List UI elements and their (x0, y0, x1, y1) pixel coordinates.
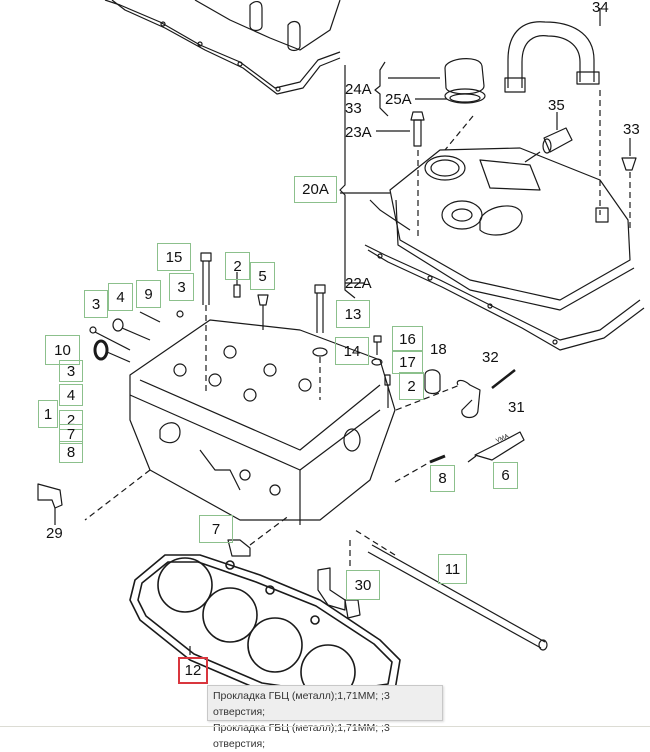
head-gasket (129, 554, 401, 701)
callout-6[interactable]: 6 (493, 462, 518, 489)
callout-20A[interactable]: 20A (294, 176, 337, 203)
bottom-divider (0, 726, 650, 727)
label-24A: 24A (345, 81, 372, 98)
label-33: 33 (345, 100, 362, 117)
callout-7[interactable]: 7 (199, 515, 233, 543)
callout-17[interactable]: 17 (392, 350, 423, 374)
valve-cover-gasket (345, 199, 645, 351)
filter-35 (524, 112, 573, 163)
label-32: 32 (482, 349, 499, 366)
callout-13[interactable]: 13 (336, 300, 370, 328)
label-25A: 25A (385, 91, 412, 108)
valve-cover (339, 65, 635, 311)
label-33: 33 (623, 121, 640, 138)
callout-4[interactable]: 4 (108, 283, 133, 311)
right-side-parts (371, 335, 525, 483)
callout-8[interactable]: 8 (430, 465, 455, 492)
label-34: 34 (592, 0, 609, 16)
callout-group-8[interactable]: 8 (59, 441, 83, 463)
callout-2[interactable]: 2 (399, 372, 424, 400)
label-29: 29 (46, 525, 63, 542)
callout-5[interactable]: 5 (250, 262, 275, 290)
callout-2[interactable]: 2 (225, 252, 250, 280)
callout-1[interactable]: 1 (38, 400, 58, 428)
rod-11 (354, 529, 548, 651)
callout-3[interactable]: 3 (84, 290, 108, 318)
small-parts (89, 252, 328, 400)
callout-group-4[interactable]: 4 (59, 384, 83, 406)
callout-30[interactable]: 30 (346, 570, 380, 600)
label-35: 35 (548, 97, 565, 114)
tooltip-line: Прокладка ГБЦ (металл);1,71ММ; ;3 отверс… (213, 722, 390, 750)
tooltip-line: Прокладка ГБЦ (металл);1,71ММ; ;3 отверс… (213, 690, 390, 718)
label-23A: 23A (345, 124, 372, 141)
callout-11[interactable]: 11 (438, 554, 467, 584)
bracket-29 (37, 483, 63, 525)
callout-group-7[interactable]: 7 (59, 424, 83, 444)
parts-diagram (37, 0, 645, 701)
label-22A: 22A (345, 275, 372, 292)
callout-16[interactable]: 16 (392, 326, 423, 352)
callout-14[interactable]: 14 (335, 337, 369, 365)
bracket-30 (317, 540, 361, 619)
oil-filler-cap (374, 58, 486, 151)
label-18: 18 (430, 341, 447, 358)
plug-33 (621, 138, 637, 230)
fitting-7 (227, 514, 291, 557)
part-tooltip: Прокладка ГБЦ (металл);1,71ММ; ;3 отверс… (207, 685, 443, 750)
callout-15[interactable]: 15 (157, 243, 191, 271)
callout-group-2[interactable]: 2 (59, 410, 83, 430)
callout-9[interactable]: 9 (136, 280, 161, 308)
label-31: 31 (508, 399, 525, 416)
callout-12-selected[interactable]: 12 (178, 657, 208, 684)
breather-hose (504, 8, 601, 215)
callout-3[interactable]: 3 (169, 273, 194, 301)
upper-gasket-partial (104, 0, 341, 95)
cylinder-head (84, 319, 396, 525)
bolt-23A (376, 111, 425, 240)
callout-group-3[interactable]: 3 (59, 360, 83, 382)
callout-10[interactable]: 10 (45, 335, 80, 365)
